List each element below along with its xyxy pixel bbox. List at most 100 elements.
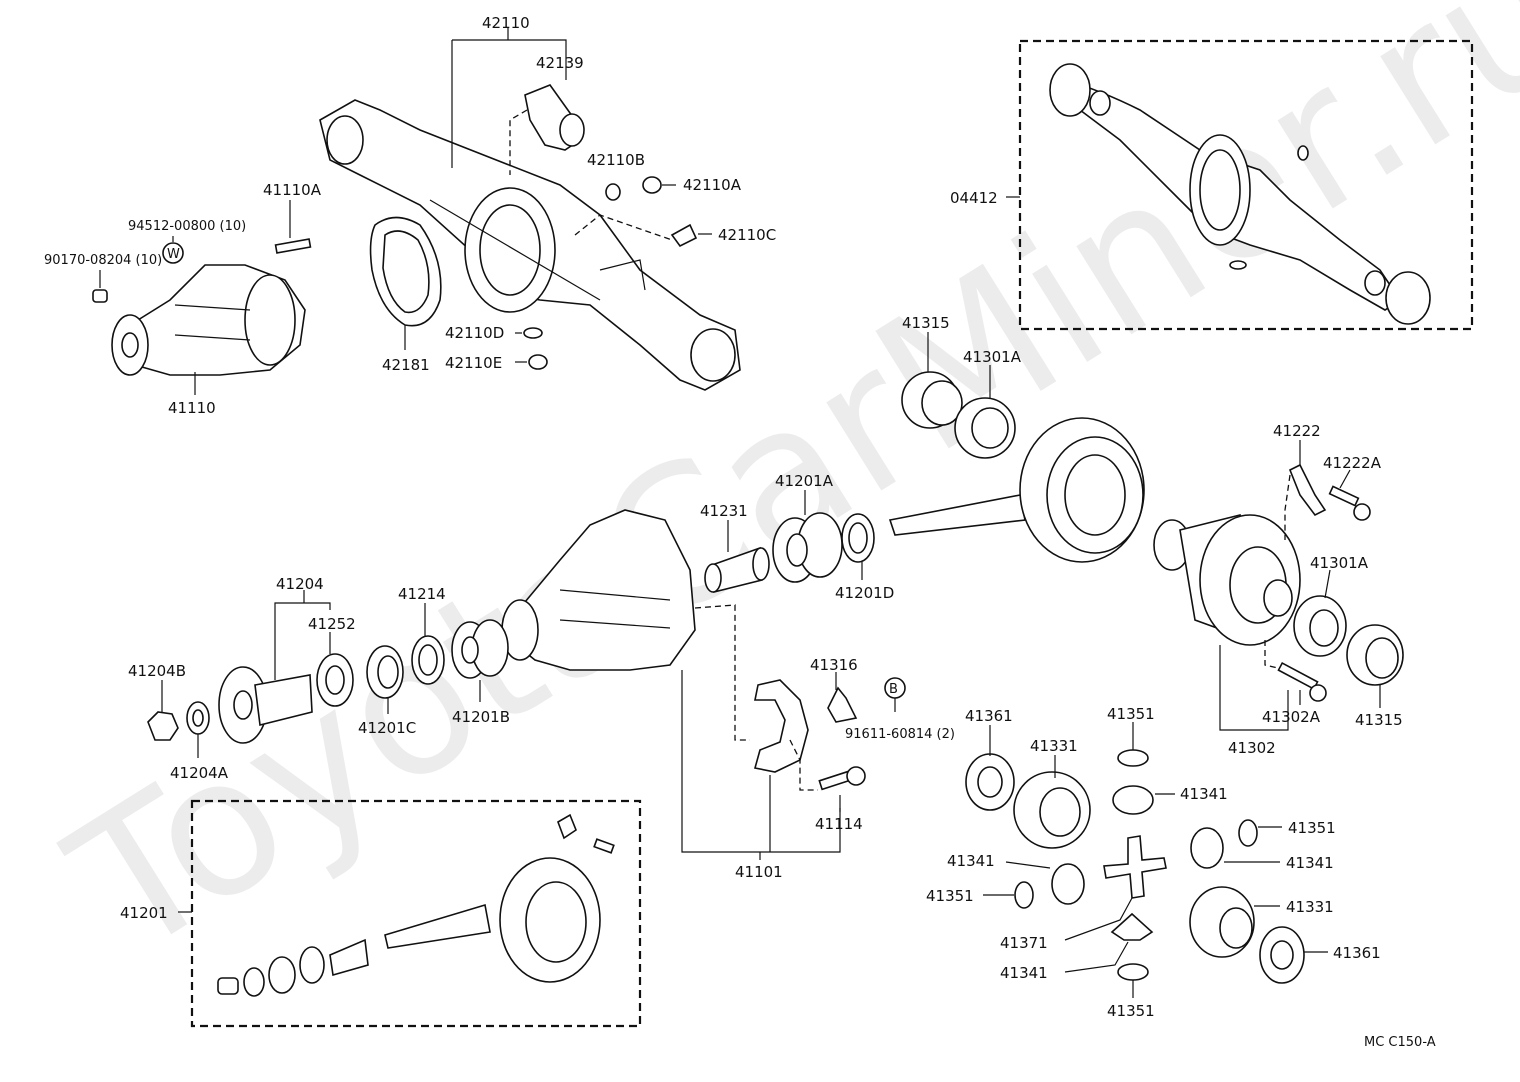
label-41110A: 41110A [263, 181, 322, 199]
kit-04412-box [1018, 39, 1474, 331]
part-41204A-washer: 41204A [170, 701, 229, 782]
part-42110D-washer: 42110D [445, 324, 543, 342]
part-42110B-washer: 42110B [587, 151, 645, 201]
w-symbol-circle [162, 242, 184, 264]
part-42139-breather-tube: 42139 [509, 54, 585, 175]
label-41315-right: 41315 [1355, 711, 1403, 729]
part-41231-spacer: 41231 [700, 502, 770, 594]
part-41222A-bolt: 41222A [1323, 454, 1382, 521]
label-42110D: 42110D [445, 324, 504, 342]
label-41101: 41101 [735, 863, 783, 881]
part-41361-right-thrust-washer: 41361 [1259, 926, 1381, 984]
label-41201: 41201 [120, 904, 168, 922]
w-symbol: W [167, 247, 180, 262]
label-41316: 41316 [810, 656, 858, 674]
label-41351-right: 41351 [1288, 819, 1336, 837]
part-41315-right-bearing-cone: 41315 [1346, 624, 1404, 729]
part-90170-nut: 90170-08204 (10) [44, 253, 162, 303]
part-41361-top-thrust-washer: 41361 [965, 707, 1015, 811]
part-41302-differential-case: 41302 [1153, 513, 1301, 757]
label-41351-top: 41351 [1107, 705, 1155, 723]
part-41331-right-side-gear: 41331 [1189, 886, 1334, 958]
part-41301A-right-bearing-cup: 41301A [1293, 554, 1369, 657]
part-41351-left-thrust-washer: 41351 [926, 881, 1034, 909]
label-41341-bottom: 41341 [1000, 964, 1048, 982]
callout-42110: 42110 [451, 14, 567, 168]
label-41351-left: 41351 [926, 887, 974, 905]
label-41371: 41371 [1000, 934, 1048, 952]
callout-41101: 41101 [681, 670, 841, 881]
part-41114-bolt: 41114 [789, 739, 866, 833]
label-41252: 41252 [308, 615, 356, 633]
part-41222-lock-plate: 41222 [1273, 422, 1327, 540]
part-41341-top-pinion-gear: 41341 [1112, 785, 1228, 815]
part-41371-pinion-shaft: 41371 [1000, 835, 1167, 952]
part-41341-left-pinion-gear: 41341 [947, 852, 1085, 905]
part-41351-top-thrust-washer: 41351 [1107, 705, 1155, 767]
part-42110E-nut: 42110E [445, 354, 548, 372]
label-41341-right2: 41341 [1286, 854, 1334, 872]
part-41101-bearing-caps [753, 679, 809, 773]
label-41301A-right: 41301A [1310, 554, 1369, 572]
label-41201C: 41201C [358, 719, 416, 737]
part-41351-right-thrust-washer: 41351 [1238, 819, 1336, 847]
part-41204-companion-flange: 41204 [218, 575, 331, 744]
part-41201C-bearing-cup: 41201C [358, 645, 416, 737]
label-42110C: 42110C [718, 226, 776, 244]
label-90170: 90170-08204 (10) [44, 253, 162, 268]
part-41315-top-bearing-cone: 41315 [901, 314, 963, 429]
part-41301A-top-bearing-cup: 41301A [954, 348, 1022, 459]
callout-94512: 94512-00800 (10) W [128, 219, 246, 264]
label-41204A: 41204A [170, 764, 229, 782]
label-41341-right1: 41341 [1180, 785, 1228, 803]
label-41361-right: 41361 [1333, 944, 1381, 962]
label-41341-left: 41341 [947, 852, 995, 870]
part-42110C-fitting: 42110C [574, 214, 776, 248]
part-42181-gasket: 42181 [369, 216, 442, 374]
label-94512: 94512-00800 (10) [128, 219, 246, 234]
label-42110: 42110 [482, 14, 530, 32]
part-41201D-washer: 41201D [835, 513, 894, 602]
part-41341-bottom-pinion-gear: 41341 [1000, 912, 1154, 982]
part-41214-washer: 41214 [398, 585, 446, 685]
label-42181: 42181 [382, 356, 430, 374]
label-41222: 41222 [1273, 422, 1321, 440]
label-42110B: 42110B [587, 151, 645, 169]
label-42139: 42139 [536, 54, 584, 72]
label-41351-bottom: 41351 [1107, 1002, 1155, 1020]
label-41231: 41231 [700, 502, 748, 520]
part-41331-top-side-gear: 41331 [1013, 737, 1091, 849]
label-41110: 41110 [168, 399, 216, 417]
part-41201B-bearing: 41201B [451, 619, 510, 726]
kit-04412: 04412 [950, 39, 1474, 331]
label-42110A-top: 42110A [683, 176, 742, 194]
b-symbol: B [889, 682, 898, 697]
part-41341-right-pinion-gear: 41341 [1190, 827, 1334, 872]
label-41201B: 41201B [452, 708, 510, 726]
kit-41201-box [190, 799, 642, 1028]
axle-housing [319, 99, 741, 391]
part-41252-oil-seal: 41252 [308, 615, 356, 707]
part-41201A-bearing: 41201A [772, 472, 843, 583]
label-41302A: 41302A [1262, 708, 1321, 726]
label-41331-top: 41331 [1030, 737, 1078, 755]
label-41301A-top: 41301A [963, 348, 1022, 366]
label-41201A: 41201A [775, 472, 834, 490]
label-04412: 04412 [950, 189, 998, 207]
part-91611-bolt: B 91611-60814 (2) [845, 677, 955, 742]
part-41204B-nut: 41204B [128, 662, 186, 741]
part-41110A-stud: 41110A [263, 181, 322, 254]
label-41114: 41114 [815, 815, 863, 833]
part-41302A-bolt: 41302A [1262, 640, 1327, 726]
label-41201D: 41201D [835, 584, 894, 602]
label-41222A: 41222A [1323, 454, 1382, 472]
diagram-code: MC C150-A [1364, 1035, 1436, 1050]
label-41204B: 41204B [128, 662, 186, 680]
part-41351-bottom-thrust-washer: 41351 [1107, 963, 1155, 1020]
label-91611: 91611-60814 (2) [845, 727, 955, 742]
part-41316-lock: 41316 [810, 656, 858, 723]
label-41361-top: 41361 [965, 707, 1013, 725]
part-41101-carrier-housing [501, 509, 750, 741]
label-41302: 41302 [1228, 739, 1276, 757]
